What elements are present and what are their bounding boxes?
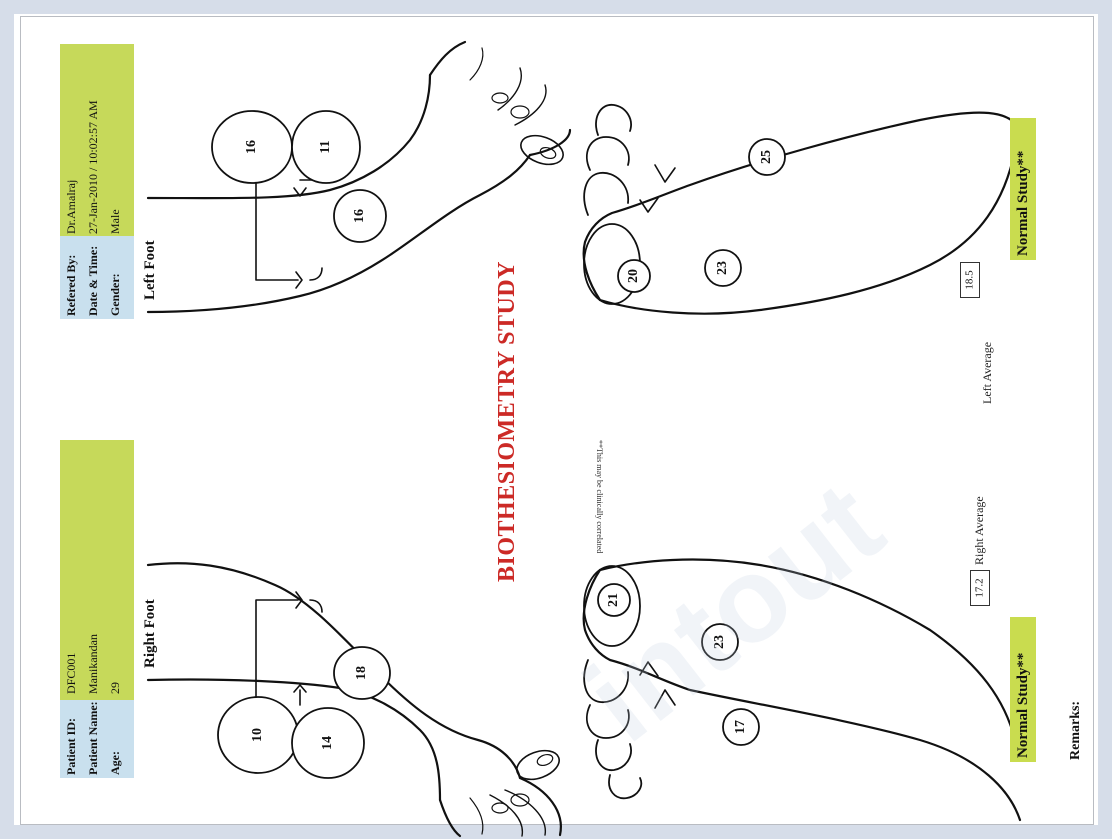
- right-dorsal-value-3: 18: [354, 666, 369, 680]
- left-average-value: 18.5: [964, 270, 976, 289]
- remarks-label: Remarks:: [1068, 701, 1084, 760]
- right-plantar-value-3: 17: [733, 720, 748, 734]
- left-status-text: Normal Study**: [1014, 151, 1032, 256]
- right-foot-dorsal-outline: [148, 563, 563, 836]
- right-foot-plantar-outline: [584, 560, 1020, 820]
- left-plantar-value-2: 23: [715, 261, 730, 275]
- left-dorsal-value-1: 16: [244, 140, 259, 154]
- left-dorsal-value-2: 11: [318, 140, 333, 153]
- right-dorsal-value-1: 10: [250, 728, 265, 742]
- left-foot-dorsal-outline: [148, 42, 570, 312]
- left-dorsal-value-3: 16: [352, 209, 367, 223]
- left-average-box: 18.5: [960, 262, 980, 298]
- right-status-text: Normal Study**: [1014, 653, 1032, 758]
- left-foot-arrows: [256, 165, 330, 288]
- right-plantar-value-2: 23: [712, 635, 727, 649]
- right-average-box: 17.2: [970, 570, 990, 606]
- left-plantar-value-3: 25: [759, 150, 774, 164]
- right-average-label: Right Average: [972, 496, 987, 565]
- left-average-label: Left Average: [980, 342, 995, 404]
- right-plantar-value-1: 21: [606, 593, 621, 607]
- left-plantar-value-1: 20: [626, 269, 641, 283]
- right-average-value: 17.2: [974, 578, 986, 597]
- right-dorsal-value-2: 14: [320, 736, 335, 750]
